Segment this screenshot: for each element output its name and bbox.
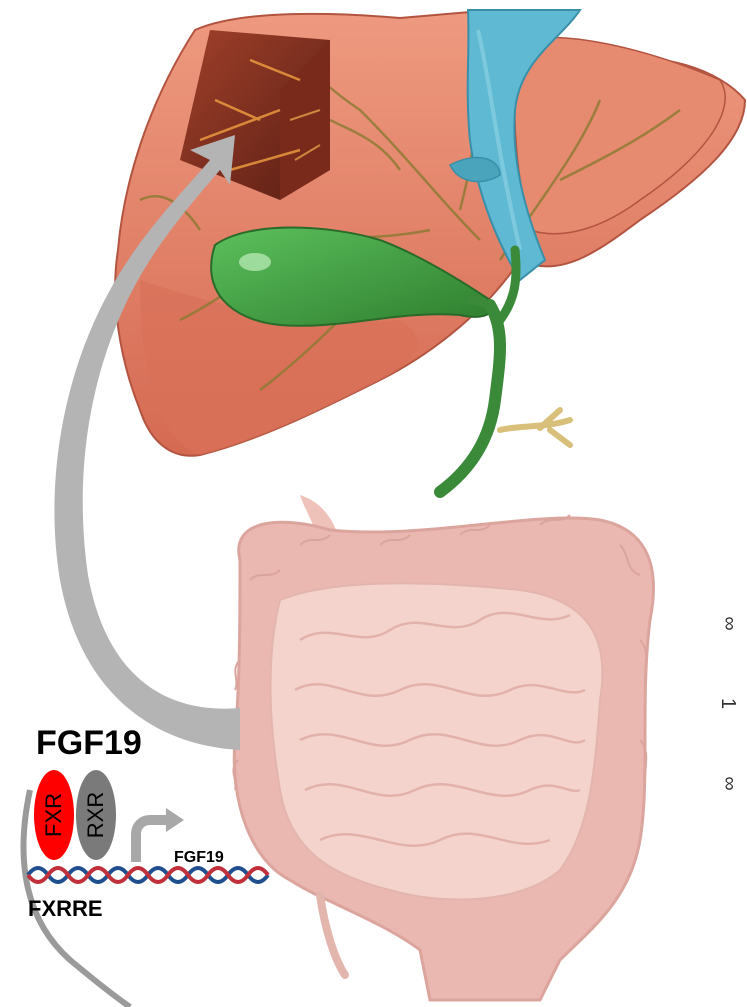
fxr-label: FXR <box>41 793 67 837</box>
edge-text-3: ∞ <box>718 776 741 790</box>
fgf19-gene-label: FGF19 <box>174 849 224 867</box>
liver <box>115 12 745 456</box>
rxr-receptor: RXR <box>76 770 116 860</box>
small-intestine <box>271 583 603 899</box>
rxr-label: RXR <box>83 792 109 838</box>
dna-helix <box>28 868 268 882</box>
fxrre-label: FXRRE <box>28 896 103 922</box>
edge-text-1: ∞ <box>718 616 741 630</box>
fxr-receptor: FXR <box>34 770 74 860</box>
intestines <box>233 495 653 1000</box>
edge-text-2: 1 <box>716 698 739 709</box>
pancreatic-duct <box>500 410 570 445</box>
fgf19-label: FGF19 <box>36 724 142 763</box>
